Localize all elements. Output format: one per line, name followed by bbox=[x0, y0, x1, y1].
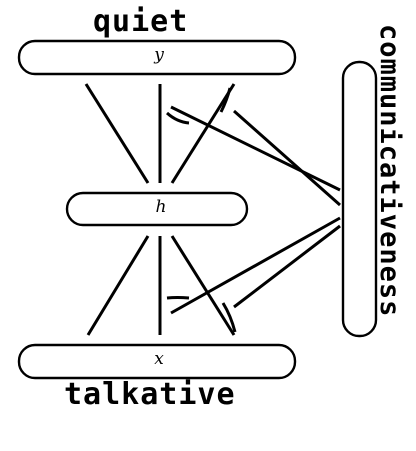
node-h-box bbox=[65, 191, 249, 227]
hook-marker-bottom-right bbox=[221, 302, 237, 333]
node-y-label: y bbox=[154, 45, 164, 65]
edge-c-y-right-link bbox=[233, 109, 341, 207]
hook-marker-bottom-center bbox=[166, 296, 190, 300]
hook-marker-top-right bbox=[219, 87, 232, 113]
node-y-box bbox=[17, 39, 297, 76]
caption-right: communicativeness bbox=[374, 24, 405, 318]
edge-y-h-right bbox=[170, 83, 236, 184]
edge-h-x-right bbox=[170, 235, 236, 336]
edge-c-x-center-link bbox=[170, 216, 341, 315]
node-communicativeness-box bbox=[341, 60, 378, 338]
node-x-box bbox=[17, 343, 297, 380]
edge-h-x-left bbox=[86, 235, 150, 336]
edge-y-h-left bbox=[84, 83, 150, 184]
node-h-label: h bbox=[155, 197, 167, 217]
caption-top: quiet bbox=[93, 4, 189, 39]
node-x-label: x bbox=[154, 349, 164, 369]
edge-c-y-center-link bbox=[170, 105, 341, 192]
caption-bottom: talkative bbox=[64, 377, 236, 412]
edge-c-x-right-link bbox=[233, 224, 341, 309]
hook-marker-top-center bbox=[165, 111, 190, 125]
